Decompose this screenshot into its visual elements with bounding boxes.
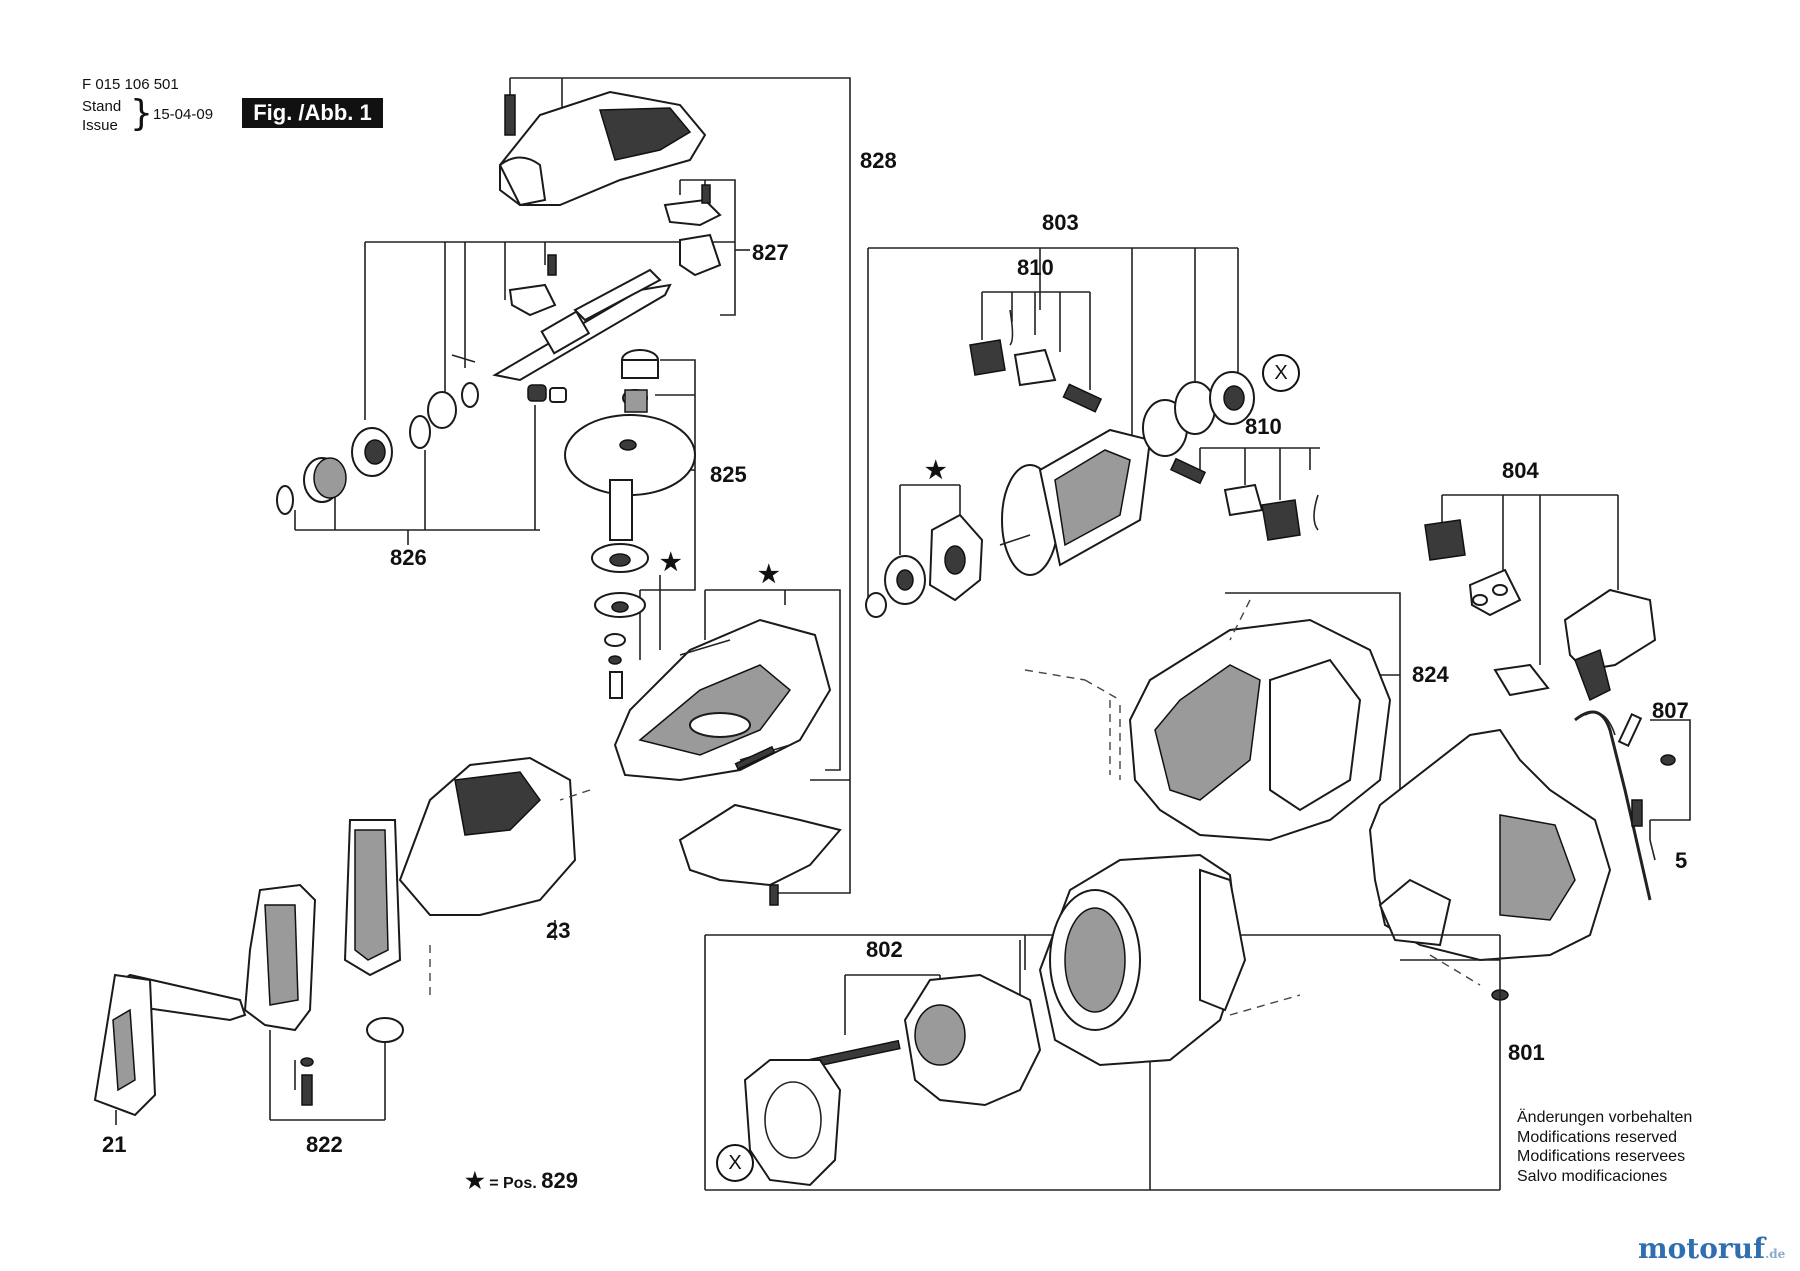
callout-828: 828 bbox=[860, 148, 897, 173]
callout-lines-803 bbox=[867, 247, 1239, 600]
callout-822: 822 bbox=[306, 1132, 343, 1157]
bearing-parts-826 bbox=[276, 382, 479, 515]
bearing-plate-star bbox=[865, 513, 984, 618]
note-line: Modifications reserved bbox=[1517, 1128, 1678, 1146]
cable-807 bbox=[1574, 710, 1676, 901]
callout-810-upper: 810 bbox=[1017, 255, 1054, 280]
note-line: Änderungen vorbehalten bbox=[1517, 1109, 1693, 1126]
support-plate-21 bbox=[93, 883, 404, 1117]
note-line: Salvo modificaciones bbox=[1517, 1167, 1668, 1185]
issue-label: Issue bbox=[82, 117, 118, 134]
star-position-note: ★ = Pos. 829 bbox=[465, 1168, 578, 1194]
callout-lines-810-upper bbox=[981, 291, 1091, 390]
handle-housing bbox=[1368, 728, 1612, 1001]
issue-date: 15-04-09 bbox=[153, 106, 214, 123]
callout-825: 825 bbox=[710, 462, 747, 487]
note-line: Modifications reservees bbox=[1517, 1148, 1686, 1165]
motor-housing-801 bbox=[1038, 853, 1247, 1067]
figure-label: Fig. /Abb. 1 bbox=[242, 98, 383, 128]
star-note-text: = Pos. bbox=[489, 1175, 537, 1192]
rear-housing-824 bbox=[1128, 618, 1392, 842]
callout-802: 802 bbox=[866, 937, 903, 962]
stator-802 bbox=[809, 973, 1042, 1107]
gear-housing bbox=[613, 618, 832, 782]
modification-notes: Änderungen vorbehalten Modifications res… bbox=[1517, 1108, 1692, 1186]
callout-lines-810-lower bbox=[1199, 447, 1320, 500]
end-plate bbox=[743, 1059, 842, 1187]
front-housing-23 bbox=[343, 756, 577, 977]
callout-lines-star-gear-housing bbox=[659, 575, 841, 771]
callout-826: 826 bbox=[390, 545, 427, 570]
callout-827: 827 bbox=[752, 240, 789, 265]
lower-cover bbox=[678, 803, 842, 906]
dashed-guides-824 bbox=[1084, 599, 1251, 780]
x-marker-end-plate: X bbox=[716, 1144, 754, 1182]
dashed-guides-center bbox=[429, 669, 1481, 1016]
callout-807: 807 bbox=[1652, 698, 1689, 723]
document-number: F 015 106 501 bbox=[82, 76, 179, 93]
brand-tld: .de bbox=[1765, 1247, 1786, 1261]
star-marker-bearing: ★ bbox=[660, 549, 682, 576]
callout-5: 5 bbox=[1675, 848, 1688, 873]
star-marker-armature: ★ bbox=[925, 457, 947, 484]
callout-lines-828 bbox=[509, 77, 851, 894]
callout-23: 23 bbox=[546, 918, 571, 943]
upper-cover bbox=[498, 90, 707, 207]
brace-icon: } bbox=[130, 93, 153, 134]
stand-label: Stand bbox=[82, 98, 122, 115]
brand-watermark: motoruf.de bbox=[1638, 1232, 1785, 1265]
plunger-assembly bbox=[451, 268, 672, 403]
star-icon: ★ bbox=[465, 1168, 485, 1193]
callout-803: 803 bbox=[1042, 210, 1079, 235]
star-marker-gear-housing: ★ bbox=[758, 561, 780, 588]
callout-804: 804 bbox=[1502, 458, 1539, 483]
callout-801: 801 bbox=[1508, 1040, 1545, 1065]
x-marker-armature: X bbox=[1262, 354, 1300, 392]
clamp-parts-827 bbox=[508, 184, 722, 317]
switch-parts-804 bbox=[1424, 519, 1657, 702]
gear-assembly bbox=[564, 349, 696, 699]
armature bbox=[999, 371, 1255, 576]
callout-lines-804 bbox=[1441, 494, 1619, 665]
callout-lines-827 bbox=[365, 179, 750, 316]
callout-lines-826 bbox=[294, 242, 540, 545]
callout-810-lower: 810 bbox=[1245, 414, 1282, 439]
callout-lines-807-5 bbox=[1649, 719, 1691, 861]
callout-lines-822-21 bbox=[115, 1030, 386, 1125]
callout-21: 21 bbox=[102, 1132, 127, 1157]
callout-824: 824 bbox=[1412, 662, 1449, 687]
brush-holder-upper bbox=[969, 309, 1103, 413]
brush-holder-lower bbox=[1169, 457, 1319, 541]
callout-lines-star-armature bbox=[899, 484, 961, 555]
star-note-position: 829 bbox=[541, 1168, 578, 1193]
callout-lines-825 bbox=[639, 359, 696, 660]
brand-name: motoruf bbox=[1638, 1232, 1766, 1265]
